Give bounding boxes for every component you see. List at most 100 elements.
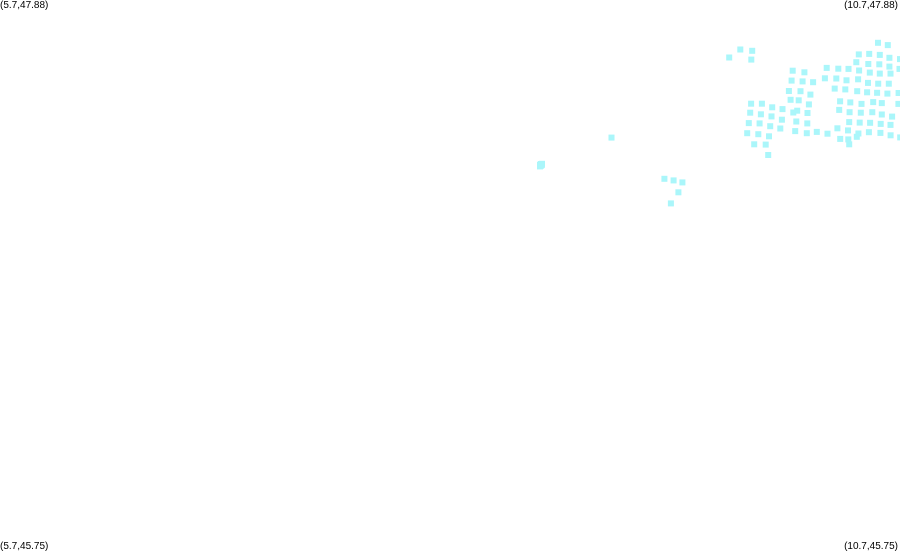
- data-point-2: [726, 54, 733, 61]
- data-point-0: [737, 46, 744, 53]
- data-point-76: [897, 56, 900, 63]
- data-point-57: [843, 77, 850, 84]
- data-point-92: [856, 119, 863, 126]
- data-point-19: [745, 120, 752, 127]
- data-point-47: [824, 130, 831, 137]
- data-point-96: [878, 100, 885, 107]
- data-point-56: [833, 75, 840, 82]
- data-point-88: [869, 109, 876, 116]
- data-point-95: [887, 121, 894, 128]
- data-point-22: [777, 125, 784, 132]
- data-point-105: [846, 141, 853, 148]
- data-point-45: [803, 130, 810, 137]
- data-point-41: [804, 110, 811, 116]
- data-point-68: [895, 90, 900, 96]
- data-point-9: [667, 200, 674, 207]
- data-point-49: [835, 65, 842, 72]
- data-point-42: [793, 118, 800, 125]
- data-points-layer: [537, 39, 900, 207]
- data-point-20: [756, 120, 763, 127]
- data-point-4: [608, 134, 615, 141]
- data-point-82: [837, 98, 844, 105]
- data-point-97: [870, 99, 877, 106]
- corner-label-bottom-left: (5.7,45.75): [0, 541, 49, 552]
- data-point-66: [874, 89, 881, 96]
- data-point-55: [821, 75, 828, 82]
- data-point-24: [755, 131, 762, 138]
- data-point-70: [875, 39, 881, 46]
- data-point-79: [876, 61, 883, 68]
- data-point-83: [847, 99, 854, 106]
- data-point-54: [887, 70, 894, 77]
- data-point-62: [831, 85, 838, 92]
- data-point-32: [799, 78, 806, 85]
- data-point-58: [855, 76, 862, 83]
- data-point-37: [787, 96, 794, 103]
- data-point-115: [537, 163, 543, 170]
- data-point-60: [875, 80, 882, 87]
- data-point-106: [853, 133, 860, 140]
- data-point-21: [767, 123, 774, 130]
- data-point-6: [670, 177, 677, 184]
- data-point-65: [864, 89, 871, 96]
- data-point-52: [866, 69, 873, 76]
- data-point-85: [836, 106, 843, 113]
- data-point-43: [804, 120, 811, 127]
- data-point-87: [857, 109, 864, 116]
- data-point-29: [789, 67, 796, 74]
- data-point-35: [797, 88, 804, 95]
- data-point-73: [866, 50, 873, 57]
- data-point-13: [779, 106, 786, 113]
- data-point-84: [858, 100, 865, 107]
- data-point-46: [813, 128, 820, 135]
- data-point-50: [845, 65, 852, 72]
- data-point-53: [876, 70, 883, 77]
- data-point-101: [865, 129, 872, 136]
- data-point-18: [778, 116, 785, 123]
- data-point-59: [865, 79, 871, 86]
- data-point-40: [794, 107, 801, 114]
- data-point-104: [897, 134, 900, 141]
- data-point-16: [757, 111, 764, 118]
- data-point-44: [792, 128, 799, 135]
- data-point-100: [855, 130, 862, 137]
- data-point-14: [790, 109, 797, 116]
- data-point-61: [885, 80, 892, 87]
- data-point-23: [744, 130, 751, 137]
- data-point-99: [845, 127, 851, 134]
- data-point-51: [856, 67, 863, 74]
- data-point-12: [769, 104, 776, 111]
- data-point-103: [887, 132, 894, 139]
- corner-label-top-left: (5.7,47.88): [0, 0, 49, 11]
- data-point-91: [846, 119, 853, 126]
- corner-label-top-right: (10.7,47.88): [844, 0, 898, 11]
- data-point-77: [853, 59, 860, 66]
- data-point-98: [834, 125, 841, 132]
- data-point-74: [876, 51, 883, 58]
- data-point-7: [679, 179, 686, 186]
- data-point-90: [889, 113, 896, 120]
- data-point-1: [749, 47, 756, 54]
- data-point-63: [842, 86, 849, 93]
- data-point-27: [762, 141, 769, 148]
- data-point-15: [747, 109, 754, 116]
- data-point-71: [884, 42, 891, 49]
- data-point-10: [748, 100, 755, 107]
- data-point-38: [795, 97, 802, 104]
- corner-label-bottom-right: (10.7,45.75): [844, 541, 898, 552]
- data-point-107: [845, 136, 852, 143]
- data-point-39: [805, 101, 812, 108]
- data-point-3: [748, 56, 755, 63]
- data-point-78: [865, 61, 872, 67]
- data-point-89: [878, 111, 885, 118]
- data-point-102: [877, 129, 884, 136]
- data-point-30: [801, 69, 808, 76]
- data-point-25: [766, 133, 772, 140]
- data-point-93: [867, 119, 874, 126]
- data-point-72: [855, 51, 862, 58]
- data-point-94: [877, 120, 884, 127]
- data-point-48: [823, 64, 830, 71]
- data-point-28: [765, 152, 772, 158]
- data-point-67: [884, 90, 891, 97]
